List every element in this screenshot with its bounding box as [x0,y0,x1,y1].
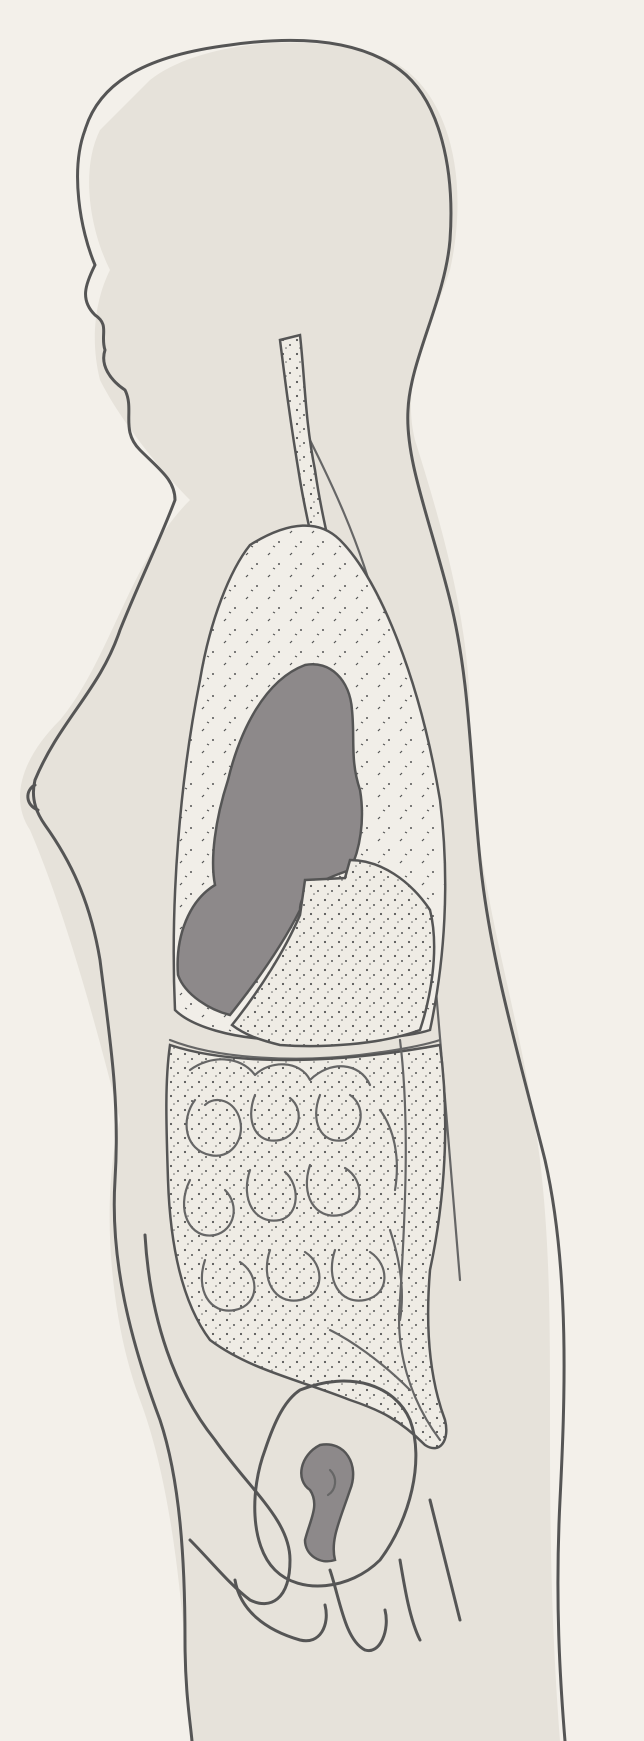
anatomy-figure [0,0,644,1741]
anatomy-drawing [0,0,644,1741]
